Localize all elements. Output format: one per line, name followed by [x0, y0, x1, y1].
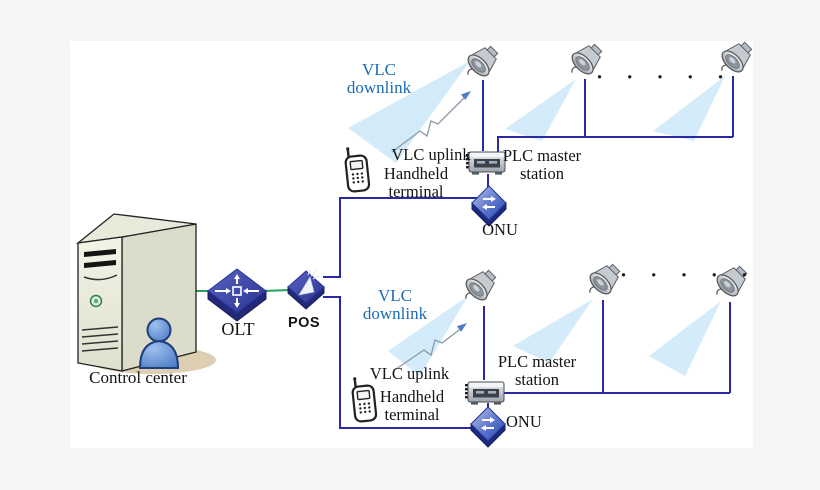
onu-label: ONU [506, 412, 542, 431]
handheld-terminal-label: Handheld terminal [370, 165, 462, 201]
ellipsis-dots: · · · · · [596, 65, 734, 89]
pos-label: POS [287, 315, 321, 331]
plc-line1: PLC master [497, 352, 577, 371]
vlc-uplink-label: VLC uplink [391, 145, 471, 164]
plc-line2: station [520, 163, 564, 183]
plc-master-station-label: PLC master station [492, 353, 582, 389]
olt-label: OLT [221, 319, 255, 339]
vlc-downlink-line2: downlink [346, 78, 412, 98]
vlc-downlink-line2: downlink [362, 304, 428, 324]
onu-label: ONU [482, 220, 518, 239]
vlc-downlink-line1: VLC [362, 60, 396, 79]
handheld-line2: terminal [384, 404, 440, 424]
handheld-line1: Handheld [379, 387, 445, 406]
handheld-line1: Handheld [383, 164, 449, 183]
ellipsis-dots: · · · · · [620, 263, 758, 287]
vlc-downlink-label: VLC downlink [352, 286, 438, 324]
vlc-downlink-line1: VLC [378, 286, 412, 305]
control-center-label: Control center [89, 368, 187, 387]
handheld-terminal-label: Handheld terminal [368, 388, 456, 424]
plc-line1: PLC master [502, 146, 582, 165]
vlc-downlink-label: VLC downlink [336, 60, 422, 98]
handheld-line2: terminal [388, 181, 444, 201]
plc-master-station-label: PLC master station [498, 147, 586, 183]
vlc-uplink-label: VLC uplink [369, 364, 450, 383]
plc-line2: station [515, 369, 559, 389]
